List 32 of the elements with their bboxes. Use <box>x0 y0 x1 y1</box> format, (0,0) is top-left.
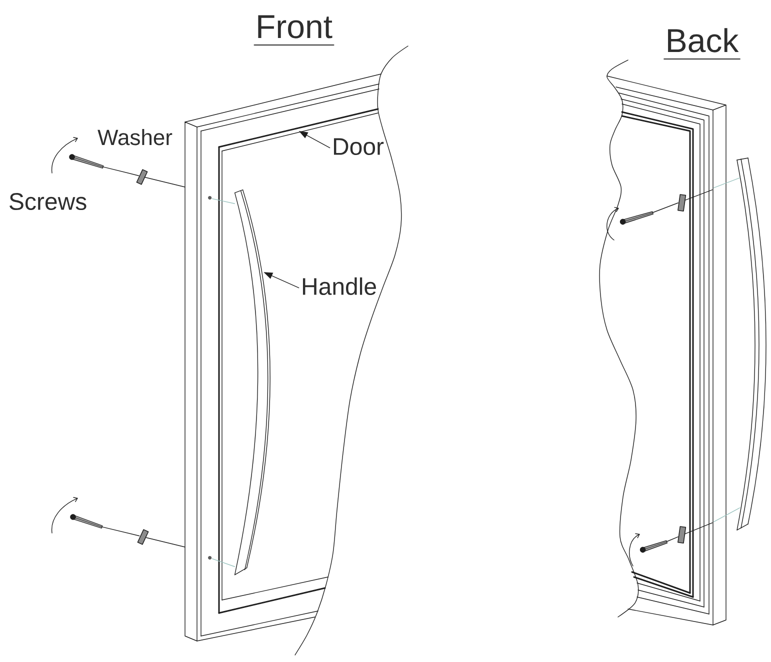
screw-hole <box>208 196 212 200</box>
assembly-line <box>652 202 678 213</box>
door-frame <box>184 46 408 656</box>
view-heading: Back <box>664 28 740 60</box>
assembly-line <box>666 536 678 542</box>
door-handle <box>736 158 766 530</box>
part-label: Door <box>334 138 384 156</box>
assembly-line <box>102 166 140 176</box>
part-label: Washer <box>98 129 172 146</box>
screw <box>69 154 104 169</box>
washer <box>137 529 149 545</box>
part-label: Screws <box>10 193 86 210</box>
screw <box>70 514 103 529</box>
washer <box>136 169 148 185</box>
washer <box>678 526 686 544</box>
part-label: Handle <box>302 277 376 296</box>
alignment-line <box>212 198 235 204</box>
assembly-line <box>146 537 186 548</box>
assembly-line <box>684 189 713 201</box>
alignment-line <box>212 558 235 567</box>
alignment-line <box>713 507 740 522</box>
screw <box>640 540 668 553</box>
assembly-line <box>684 522 713 534</box>
washer <box>678 194 686 212</box>
door-frame <box>599 60 726 626</box>
door-handle <box>234 189 270 576</box>
assembly-line <box>144 176 186 188</box>
assembly-line <box>101 526 140 536</box>
view-heading: Front <box>254 15 334 46</box>
screw-hole <box>208 556 212 560</box>
screw <box>620 211 654 225</box>
alignment-line <box>713 177 740 188</box>
